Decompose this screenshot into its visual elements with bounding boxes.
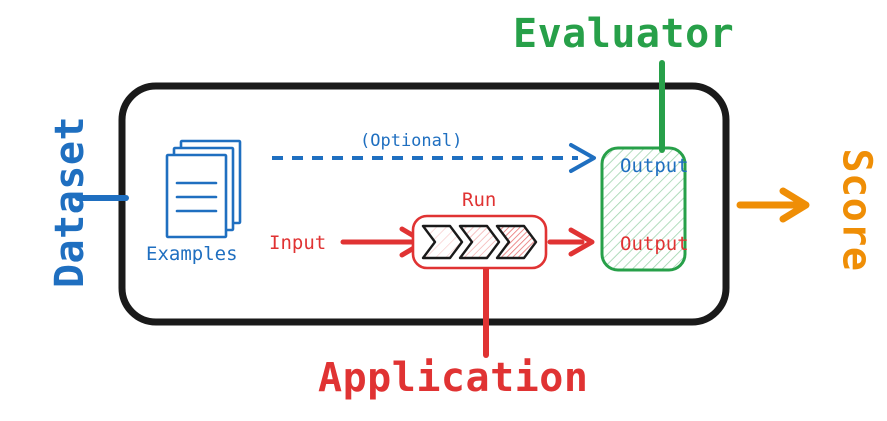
run-label: Run [462,189,497,211]
run-to-output-edge [547,227,595,257]
input-label: Input [269,232,327,254]
run-chevron-3 [495,224,538,260]
output-box [600,146,687,272]
application-label: Application [318,355,589,401]
run-chevron-2 [458,224,501,260]
evaluation-run-container [118,82,730,326]
score-label: Score [833,148,880,272]
output-label-application: Output [620,233,689,255]
run-chevron-1 [421,224,464,260]
evaluator-label: Evaluator [513,11,735,57]
output-label-dataset: Output [620,155,689,177]
optional-edge [272,143,596,173]
examples-icon [165,139,242,239]
examples-label: Examples [146,243,238,265]
score-edge [736,187,810,223]
optional-label: (Optional) [360,131,463,151]
dataset-label: Dataset [47,115,94,289]
